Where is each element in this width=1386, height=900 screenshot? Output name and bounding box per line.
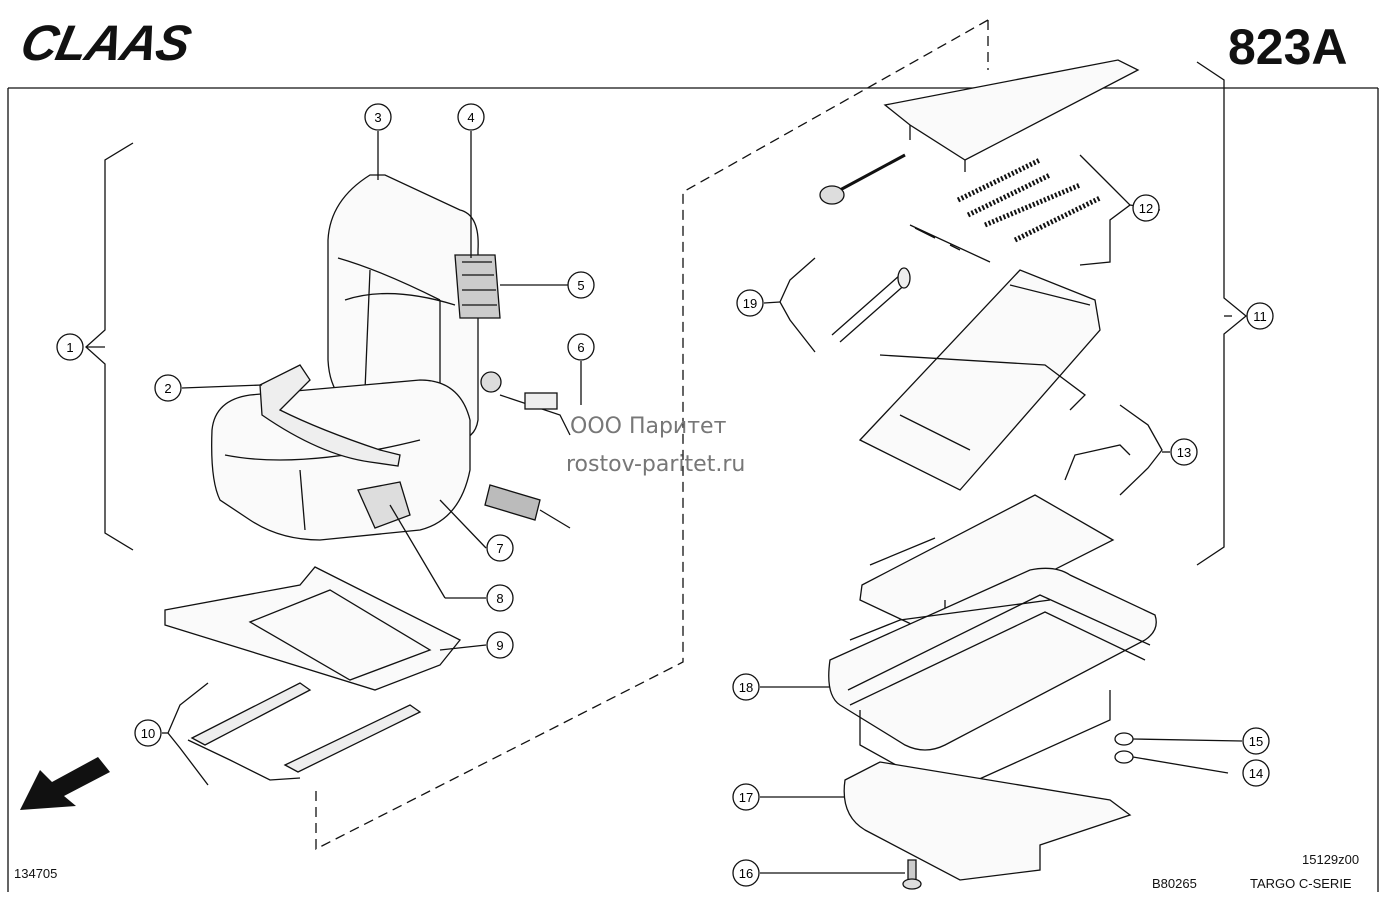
watermark-company: ООО Паритет <box>570 414 727 439</box>
series-label: TARGO C-SERIE <box>1250 876 1352 891</box>
knob-6-mount <box>480 371 502 393</box>
callout-number: 7 <box>496 541 503 556</box>
rail-right <box>283 704 422 773</box>
callout-number: 17 <box>739 790 753 805</box>
watermark-url: rostov-paritet.ru <box>566 452 746 477</box>
top-mount-bracket <box>883 59 1140 161</box>
callout-number: 2 <box>164 381 171 396</box>
callout-number: 13 <box>1177 445 1191 460</box>
callout-number: 11 <box>1253 309 1267 324</box>
callout-11: 11 <box>1246 302 1274 330</box>
callout-9: 9 <box>486 631 514 659</box>
reference-code: B80265 <box>1152 876 1197 891</box>
callout-number: 14 <box>1249 766 1263 781</box>
callout-2: 2 <box>154 374 182 402</box>
bellows <box>828 567 1157 751</box>
callout-number: 16 <box>739 866 753 881</box>
callout-number: 3 <box>374 110 381 125</box>
callout-6: 6 <box>567 333 595 361</box>
callout-5: 5 <box>567 271 595 299</box>
springs <box>956 157 1102 243</box>
callout-16: 16 <box>732 859 760 887</box>
callout-number: 9 <box>496 638 503 653</box>
washer-14 <box>1114 750 1134 764</box>
adjust-bolt <box>839 153 906 192</box>
callout-number: 4 <box>467 110 474 125</box>
callout-17: 17 <box>732 783 760 811</box>
callout-number: 19 <box>743 296 757 311</box>
seat-cushion <box>211 379 471 541</box>
dashed-divider <box>315 19 989 851</box>
callout-4: 4 <box>457 103 485 131</box>
shock-absorber <box>831 274 909 343</box>
seat-switch <box>484 484 541 521</box>
adapter-plate <box>164 566 462 691</box>
callout-19: 19 <box>736 289 764 317</box>
callout-3: 3 <box>364 103 392 131</box>
callout-14: 14 <box>1242 759 1270 787</box>
callout-15: 15 <box>1242 727 1270 755</box>
rail-left <box>190 682 312 746</box>
link-rod <box>1064 444 1131 481</box>
callout-7: 7 <box>486 534 514 562</box>
callout-number: 18 <box>739 680 753 695</box>
bolt-16 <box>907 859 917 881</box>
callout-13: 13 <box>1170 438 1198 466</box>
callout-number: 1 <box>66 340 73 355</box>
callout-18: 18 <box>732 673 760 701</box>
callout-number: 6 <box>577 340 584 355</box>
callout-number: 12 <box>1139 201 1153 216</box>
arrow-down-left-icon <box>20 757 110 810</box>
callout-number: 8 <box>496 591 503 606</box>
callout-10: 10 <box>134 719 162 747</box>
lumbar-adjuster <box>454 254 501 319</box>
adjust-knob <box>819 185 845 205</box>
drawing-code: 134705 <box>14 866 58 881</box>
callout-8: 8 <box>486 584 514 612</box>
callout-number: 15 <box>1249 734 1263 749</box>
bracket-11 <box>1196 61 1248 566</box>
callout-number: 5 <box>577 278 584 293</box>
figure-code: 15129z00 <box>1302 852 1360 867</box>
nut-15 <box>1114 732 1134 746</box>
callout-number: 10 <box>141 726 155 741</box>
seat-belt <box>259 364 401 467</box>
claas-logo: CLAAS <box>16 15 196 71</box>
page-number: 823A <box>1228 19 1348 75</box>
callout-1: 1 <box>56 333 84 361</box>
base-plate <box>843 761 1132 881</box>
callout-12: 12 <box>1132 194 1160 222</box>
scissor-frame <box>858 269 1101 491</box>
